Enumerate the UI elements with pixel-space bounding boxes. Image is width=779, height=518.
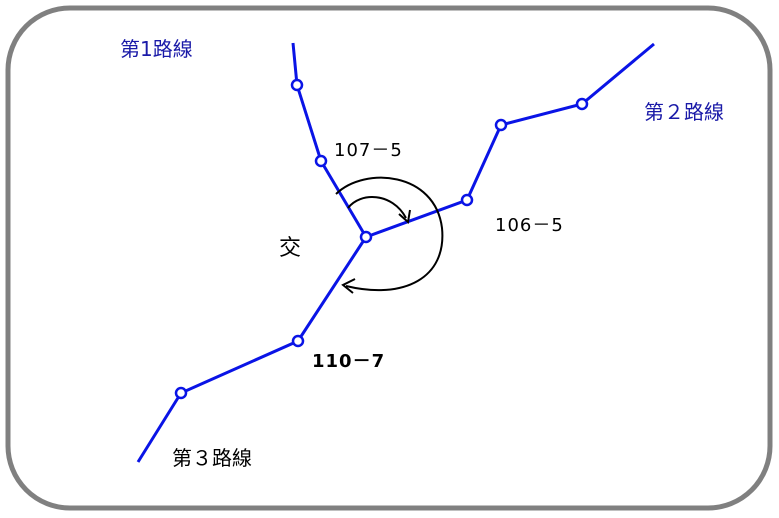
route3-label: 第３路線 xyxy=(172,446,252,470)
route1-label: 第1路線 xyxy=(120,37,193,61)
point-107-5-marker xyxy=(314,154,328,168)
point-106-5-marker xyxy=(460,193,474,207)
inner-angle-arc xyxy=(347,196,407,219)
point-110-7-label: 110－7 xyxy=(312,351,386,372)
point-110-7-marker xyxy=(291,334,305,348)
clockwise-arc-arrow-icon xyxy=(335,176,444,294)
route2-point-marker xyxy=(575,97,589,111)
route2-label: 第２路線 xyxy=(644,100,724,124)
point-107-5-label: 107－5 xyxy=(334,140,403,161)
route3-point-marker xyxy=(174,386,188,400)
point-106-5-label: 106－5 xyxy=(495,215,564,236)
route2-point-marker xyxy=(494,118,508,132)
route3-line xyxy=(136,236,368,463)
route1-point-marker xyxy=(290,78,304,92)
outer-angle-arc xyxy=(335,176,444,292)
intersection-point-marker xyxy=(359,230,373,244)
diagram-frame xyxy=(5,5,773,511)
outer-angle-arrowhead xyxy=(341,278,356,294)
route1-line xyxy=(291,42,368,238)
inner-angle-arrowhead xyxy=(398,209,411,224)
intersection-label: 交 xyxy=(279,236,302,261)
